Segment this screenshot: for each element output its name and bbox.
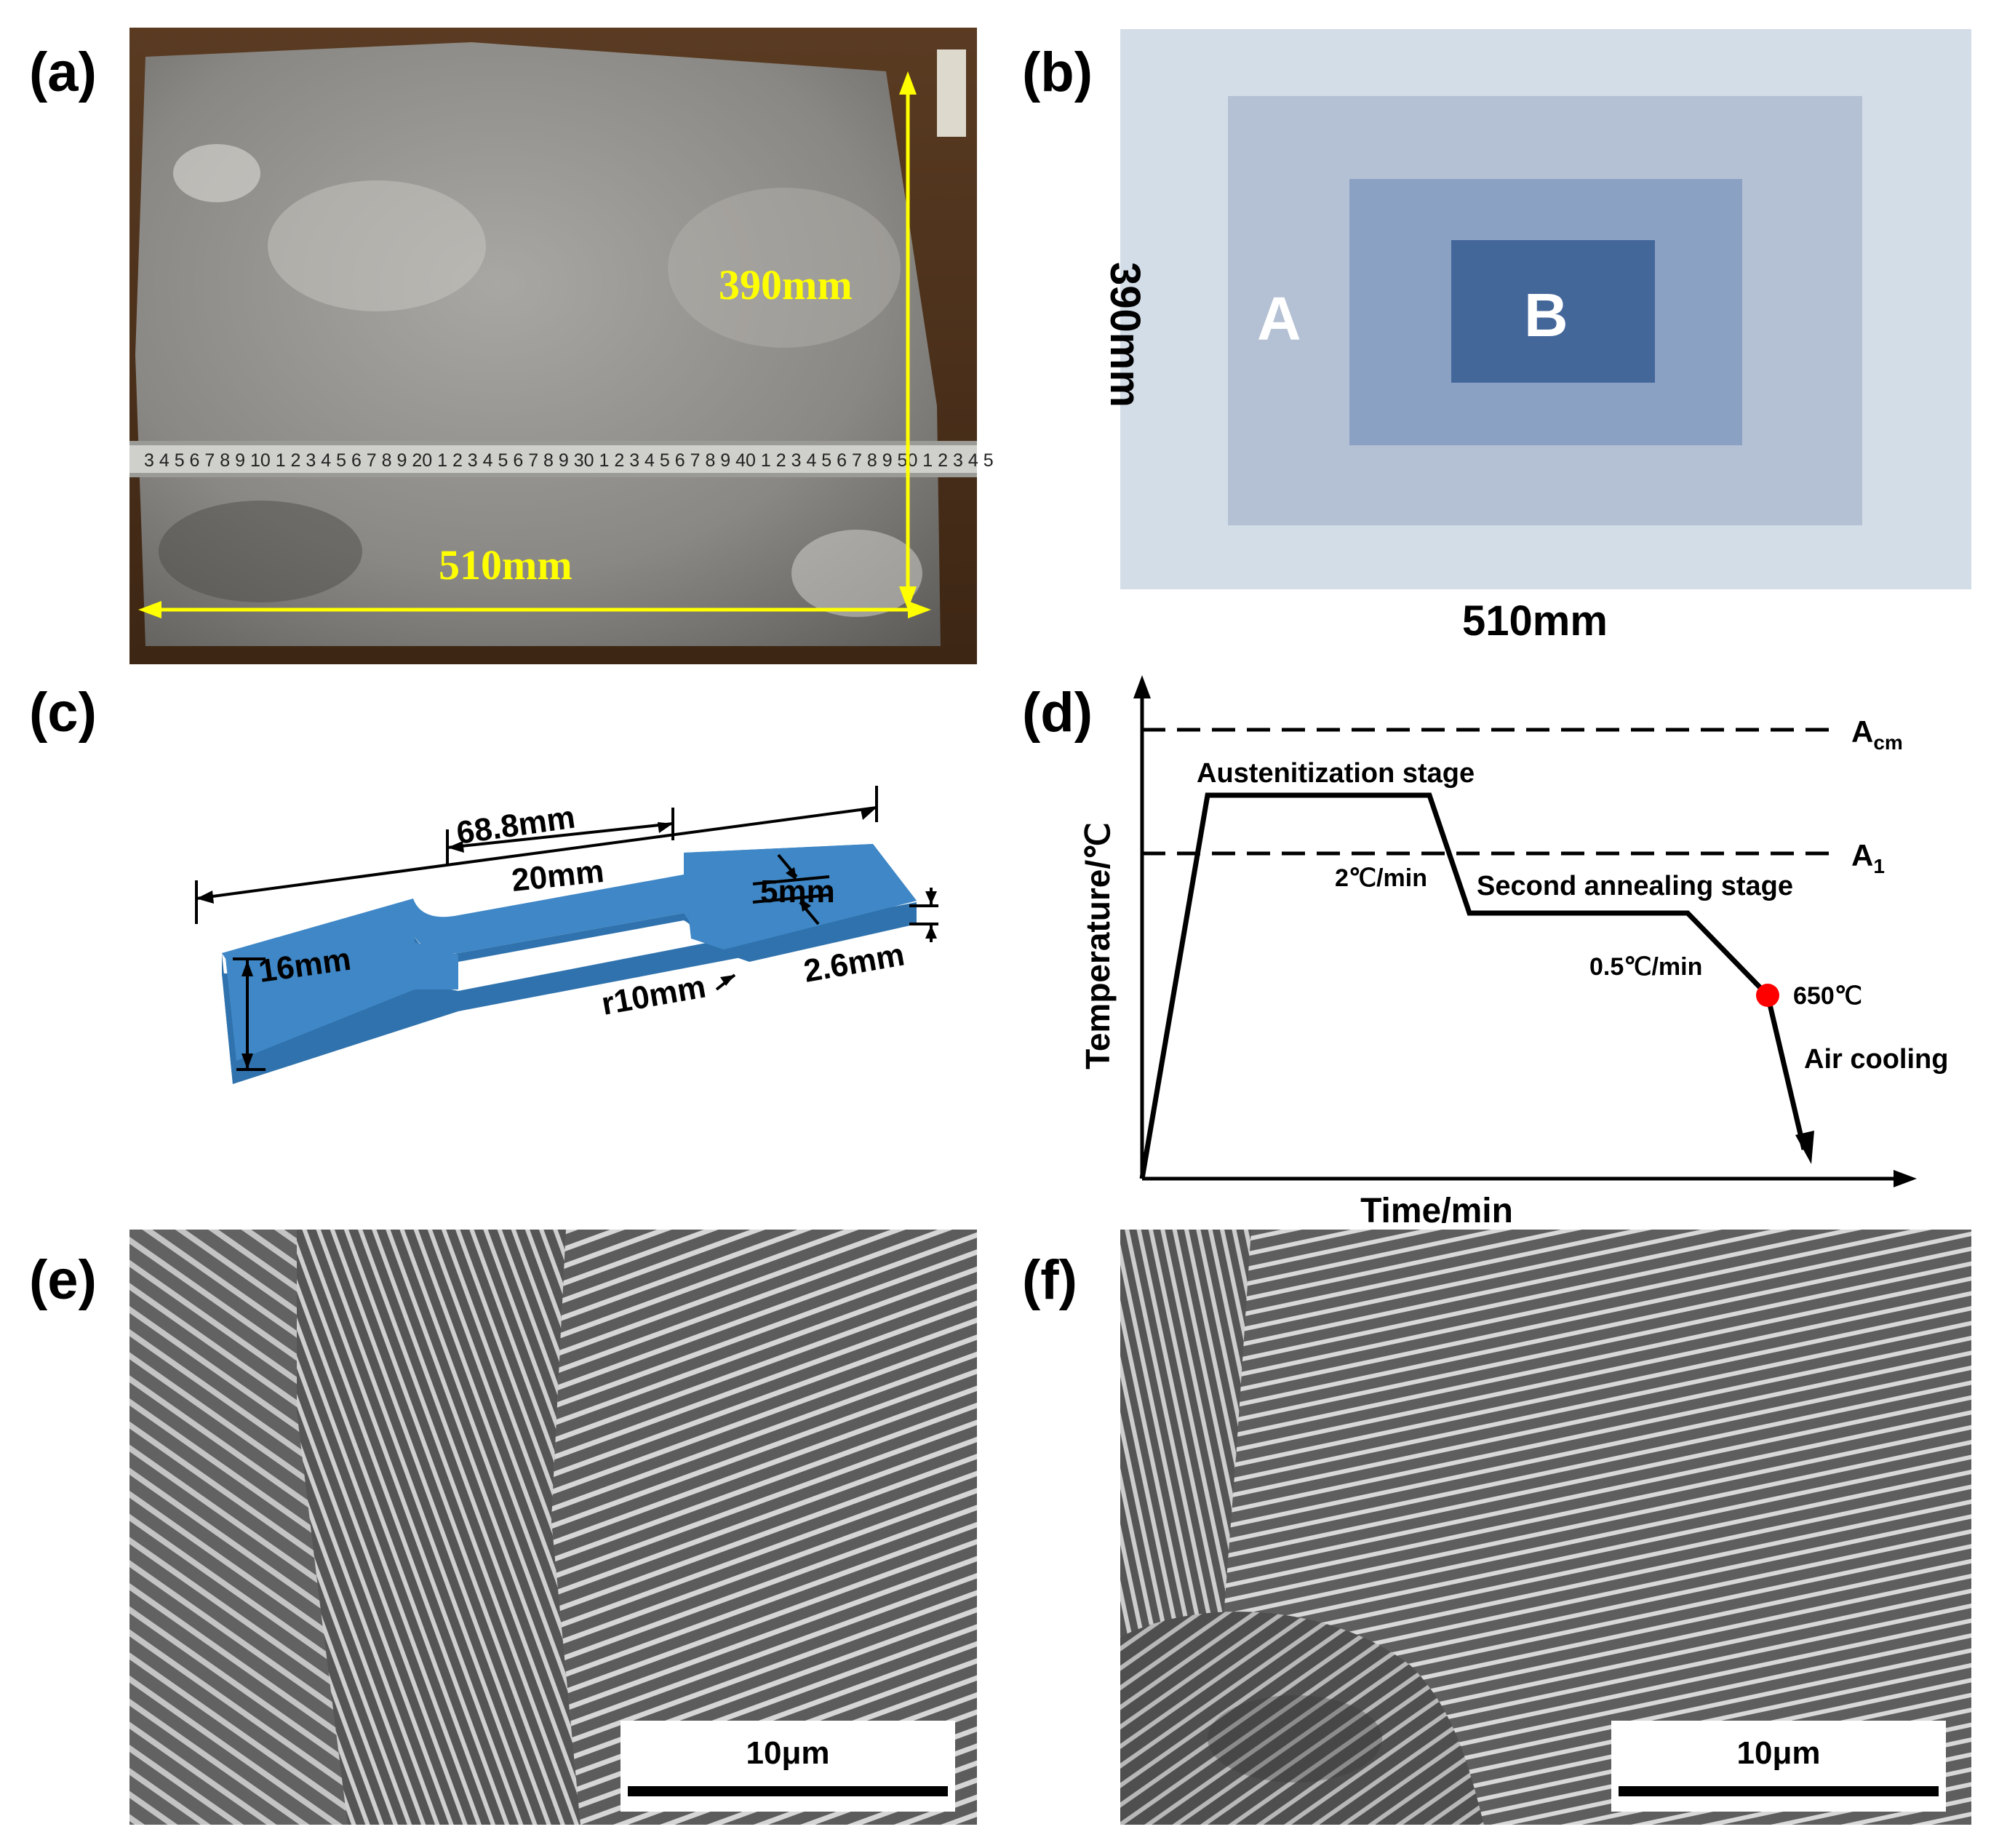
zone-height-label: 390mm [1101, 262, 1149, 407]
scale-box-e: 10μm [621, 1721, 955, 1812]
scale-label-e: 10μm [746, 1735, 830, 1771]
cooling-arrow [1795, 1131, 1814, 1164]
650c-label: 650℃ [1793, 982, 1862, 1010]
svg-text:Acm: Acm [1851, 714, 1903, 754]
rate1-label: 2℃/min [1335, 864, 1427, 892]
ruler-numbers: 3 4 5 6 7 8 9 10 1 2 3 4 5 6 7 8 9 20 1 … [144, 450, 994, 471]
zone-a-label: A [1257, 284, 1301, 353]
rate2-label: 0.5℃/min [1589, 953, 1702, 981]
panel-a-label: (a) [29, 41, 97, 103]
panel-e-label: (e) [29, 1249, 97, 1311]
austenitization-label: Austenitization stage [1197, 758, 1475, 789]
panel-c-label: (c) [29, 682, 97, 744]
ingot-width-label: 510mm [439, 541, 572, 589]
zone-outer: A B [1120, 29, 1971, 589]
overall-length-label: 68.8mm [455, 800, 578, 851]
temperature-axis-label: Temperature/℃ [1079, 822, 1117, 1070]
panel-d-label: (d) [1022, 682, 1093, 744]
panel-a-photo: 3 4 5 6 7 8 9 10 1 2 3 4 5 6 7 8 9 20 1 … [129, 28, 994, 664]
panel-f-label: (f) [1022, 1249, 1077, 1311]
650c-point [1756, 984, 1779, 1007]
sem-image-e: 10μm [129, 1230, 977, 1825]
scale-bar-e [628, 1786, 948, 1796]
svg-text:A1: A1 [1851, 838, 1885, 877]
scale-box-f: 10μm [1611, 1721, 1946, 1812]
sem-image-f: 10μm [1120, 1230, 1971, 1825]
zone-b [1451, 240, 1655, 383]
scale-bar-f [1619, 1786, 1939, 1796]
time-axis-label: Time/min [1360, 1192, 1513, 1230]
ingot-height-label: 390mm [719, 261, 853, 308]
heat-treatment-schedule: Acm A1 Austenitization stage 2℃/min Seco… [1079, 675, 1948, 1230]
air-cooling-label: Air cooling [1804, 1044, 1948, 1075]
panel-b-label: (b) [1022, 41, 1093, 103]
second-annealing-label: Second annealing stage [1477, 871, 1793, 901]
tensile-specimen-diagram: 68.8mm 20mm 5mm 16mm r10mm 2.6mm [195, 786, 938, 1084]
gauge-width-label: 5mm [760, 874, 835, 909]
zone-b-label: B [1524, 281, 1568, 349]
ingot-photo: 3 4 5 6 7 8 9 10 1 2 3 4 5 6 7 8 9 20 1 … [129, 28, 994, 664]
zone-width-label: 510mm [1462, 597, 1608, 645]
scale-label-f: 10μm [1736, 1735, 1821, 1771]
